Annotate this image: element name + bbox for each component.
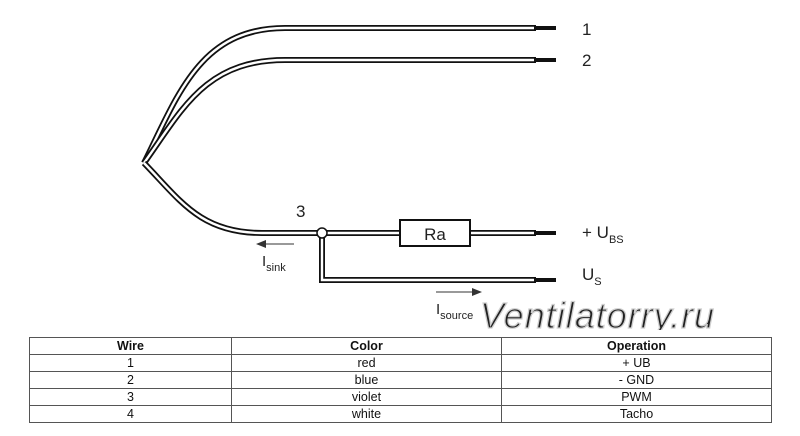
sink-label: Isink bbox=[262, 253, 286, 274]
wire-3 bbox=[141, 160, 556, 283]
cell-color: red bbox=[231, 354, 502, 372]
signal-label: US bbox=[582, 265, 602, 288]
cell-color: violet bbox=[231, 388, 502, 406]
source-label: Isource bbox=[436, 301, 473, 322]
cell-color: white bbox=[231, 405, 502, 423]
header-wire: Wire bbox=[29, 337, 232, 355]
cell-operation: + UB bbox=[501, 354, 772, 372]
watermark: Ventilatorry.ru bbox=[480, 295, 715, 330]
cell-color: blue bbox=[231, 371, 502, 389]
wire-2-label: 2 bbox=[582, 51, 591, 70]
sink-arrow-icon bbox=[256, 240, 294, 248]
junction-node bbox=[316, 227, 328, 239]
signal-label-main: U bbox=[582, 265, 594, 284]
table-row: 4 white Tacho bbox=[29, 405, 772, 423]
cell-wire: 1 bbox=[29, 354, 232, 372]
supply-label-main: + U bbox=[582, 223, 609, 242]
cell-operation: Tacho bbox=[501, 405, 772, 423]
table-header-row: Wire Color Operation bbox=[29, 337, 772, 355]
wire-1 bbox=[141, 25, 556, 165]
cell-wire: 3 bbox=[29, 388, 232, 406]
supply-label: + UBS bbox=[582, 223, 624, 246]
source-label-main: I bbox=[436, 301, 440, 318]
table-row: 1 red + UB bbox=[29, 354, 772, 372]
junction-label: 3 bbox=[296, 202, 305, 221]
wire-2 bbox=[141, 57, 556, 165]
table-row: 3 violet PWM bbox=[29, 388, 772, 406]
supply-label-sub: BS bbox=[609, 234, 624, 246]
header-color: Color bbox=[231, 337, 502, 355]
signal-label-sub: S bbox=[594, 276, 601, 288]
wiring-diagram: Ventilatorry.ru Ra 1 2 3 + UBS US Is bbox=[141, 20, 715, 330]
wire-assignment-table: Wire Color Operation 1 red + UB 2 blue -… bbox=[29, 337, 772, 423]
sink-label-main: I bbox=[262, 253, 266, 270]
source-label-sub: source bbox=[440, 310, 473, 322]
wire-1-label: 1 bbox=[582, 20, 591, 39]
table-row: 2 blue - GND bbox=[29, 371, 772, 389]
sink-label-sub: sink bbox=[266, 262, 286, 274]
cell-wire: 4 bbox=[29, 405, 232, 423]
source-arrow-icon bbox=[436, 288, 482, 296]
cell-operation: PWM bbox=[501, 388, 772, 406]
header-operation: Operation bbox=[501, 337, 772, 355]
resistor-label: Ra bbox=[424, 225, 446, 244]
resistor-ra bbox=[399, 219, 471, 247]
cell-wire: 2 bbox=[29, 371, 232, 389]
cell-operation: - GND bbox=[501, 371, 772, 389]
